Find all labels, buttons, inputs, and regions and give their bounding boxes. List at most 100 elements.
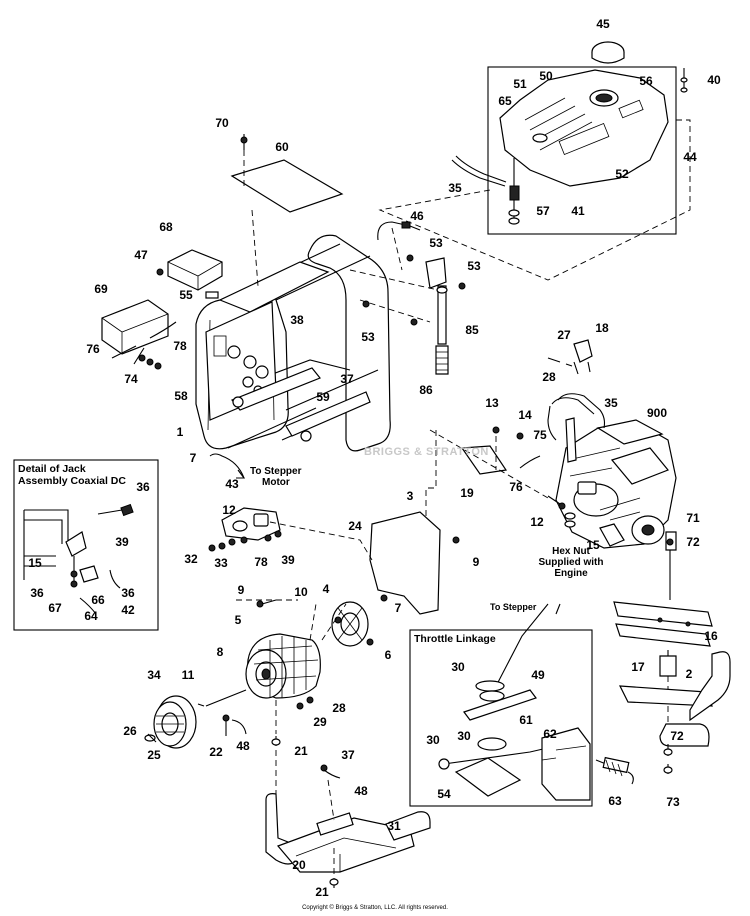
label-8: 8	[216, 645, 224, 659]
label-71: 71	[686, 511, 700, 525]
bracket-68	[167, 249, 223, 291]
label-45: 45	[596, 17, 610, 31]
panel-24	[369, 511, 441, 615]
frame-assembly	[195, 234, 391, 452]
label-35-fuel: 35	[448, 181, 462, 195]
receptacle-43	[208, 507, 282, 552]
rubber-foot-2	[659, 655, 677, 677]
label-25: 25	[147, 748, 161, 762]
rubber-mount-86	[435, 345, 449, 375]
label-59: 59	[316, 390, 330, 404]
note-hex-nut-line3: Engine	[554, 568, 588, 579]
label-32: 32	[184, 552, 198, 566]
label-72-bottom: 72	[670, 729, 684, 743]
jack-detail-box	[13, 459, 159, 631]
label-30-mid: 30	[457, 729, 471, 743]
label-48-stator: 48	[236, 739, 250, 753]
label-21-mid: 21	[294, 744, 308, 758]
label-36-jack-right: 36	[121, 586, 135, 600]
label-26: 26	[123, 724, 137, 738]
label-37-frame: 37	[340, 372, 354, 386]
label-15-jack: 15	[28, 556, 42, 570]
label-12-engine: 12	[530, 515, 544, 529]
wire-48b	[323, 769, 341, 779]
through-bolt	[205, 689, 247, 707]
label-14: 14	[518, 408, 532, 422]
label-24: 24	[348, 519, 362, 533]
cover-plate-60	[230, 159, 344, 213]
copyright: Copyright © Briggs & Stratton, LLC. All …	[302, 905, 448, 911]
label-12-receptacle: 12	[222, 503, 236, 517]
label-29: 29	[313, 715, 327, 729]
label-74: 74	[124, 372, 138, 386]
watermark: BRIGGS & STRATTON	[364, 446, 489, 458]
label-61: 61	[519, 713, 533, 727]
tank-mount-dashed	[378, 119, 691, 281]
label-58: 58	[174, 389, 188, 403]
label-67: 67	[48, 601, 62, 615]
fuel-line-upper	[451, 159, 506, 187]
label-86: 86	[419, 383, 433, 397]
label-70: 70	[215, 116, 229, 130]
alternator-stator	[245, 633, 321, 699]
label-13: 13	[485, 396, 499, 410]
note-hex-nut: Hex Nut Supplied with Engine	[528, 546, 614, 579]
label-19: 19	[460, 486, 474, 500]
label-85: 85	[465, 323, 479, 337]
label-10: 10	[294, 585, 308, 599]
label-30-left: 30	[426, 733, 440, 747]
label-28-switch: 28	[542, 370, 556, 384]
rear-bearing-carrier	[331, 601, 374, 647]
label-40: 40	[707, 73, 721, 87]
label-44: 44	[683, 150, 697, 164]
label-11: 11	[181, 668, 195, 682]
label-18: 18	[595, 321, 609, 335]
wire-48a	[231, 719, 247, 735]
label-72-top: 72	[686, 535, 700, 549]
label-43: 43	[225, 477, 239, 491]
label-56: 56	[639, 74, 653, 88]
label-34: 34	[147, 668, 161, 682]
label-54: 54	[437, 787, 451, 801]
label-75: 75	[533, 428, 547, 442]
label-73: 73	[666, 795, 680, 809]
label-53-top: 53	[429, 236, 443, 250]
handle-20	[265, 793, 431, 873]
label-62: 62	[543, 727, 557, 741]
label-39-jack: 39	[115, 535, 129, 549]
jack-detail-title-line2: Assembly Coaxial DC	[18, 475, 126, 487]
label-37-handle: 37	[341, 748, 355, 762]
label-21-bottom: 21	[315, 885, 329, 899]
label-42: 42	[121, 603, 135, 617]
label-51: 51	[513, 77, 527, 91]
bracket-53	[425, 257, 447, 289]
label-48-handle: 48	[354, 784, 368, 798]
jack-detail-drawing	[23, 503, 134, 615]
label-2: 2	[685, 667, 693, 681]
label-69: 69	[94, 282, 108, 296]
throttle-linkage-drawing	[438, 603, 634, 801]
label-78-left: 78	[173, 339, 187, 353]
label-31: 31	[387, 819, 401, 833]
label-41: 41	[571, 204, 585, 218]
label-6: 6	[384, 648, 392, 662]
label-36-jack-top: 36	[136, 480, 150, 494]
engine	[555, 419, 677, 549]
label-28-stator: 28	[332, 701, 346, 715]
note-stepper-line2: Motor	[262, 477, 290, 488]
jack-detail-title: Detail of Jack Assembly Coaxial DC	[18, 463, 126, 487]
label-47: 47	[134, 248, 148, 262]
label-900: 900	[646, 406, 668, 420]
label-9-stator: 9	[237, 583, 245, 597]
label-76-left: 76	[86, 342, 100, 356]
label-16: 16	[704, 629, 718, 643]
note-stepper-line1: To Stepper	[250, 466, 302, 477]
label-46: 46	[410, 209, 424, 223]
throttle-linkage-box	[409, 629, 593, 807]
label-53-right: 53	[467, 259, 481, 273]
label-38: 38	[290, 313, 304, 327]
label-35-breather: 35	[604, 396, 618, 410]
label-22: 22	[209, 745, 223, 759]
fuel-tank-box	[487, 66, 677, 235]
label-30-top: 30	[451, 660, 465, 674]
